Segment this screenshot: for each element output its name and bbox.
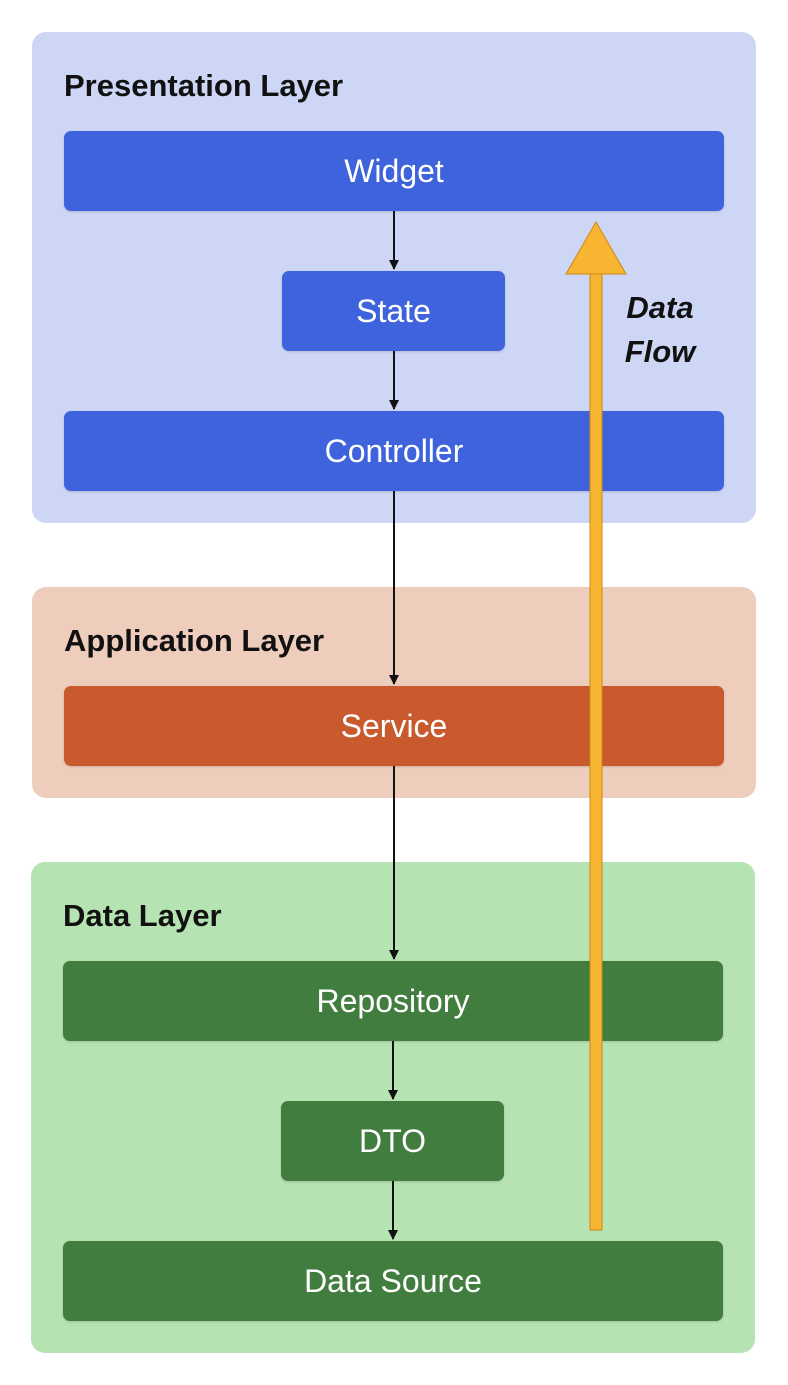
application-layer-title: Application Layer <box>64 623 325 658</box>
data-flow-arrow <box>565 220 627 1231</box>
widget-box: Widget <box>64 131 724 211</box>
service-box: Service <box>64 686 724 766</box>
presentation-layer-title: Presentation Layer <box>64 68 344 103</box>
data-flow-label-line2: Flow <box>624 334 696 369</box>
state-box: State <box>282 271 505 351</box>
data-layer-title: Data Layer <box>63 898 222 933</box>
dto-box: DTO <box>281 1101 504 1181</box>
data-flow-label-line1: Data <box>626 290 694 325</box>
repository-box: Repository <box>63 961 723 1041</box>
controller-box: Controller <box>64 411 724 491</box>
data-flow-label: Data Flow <box>610 286 710 374</box>
data-source-box: Data Source <box>63 1241 723 1321</box>
